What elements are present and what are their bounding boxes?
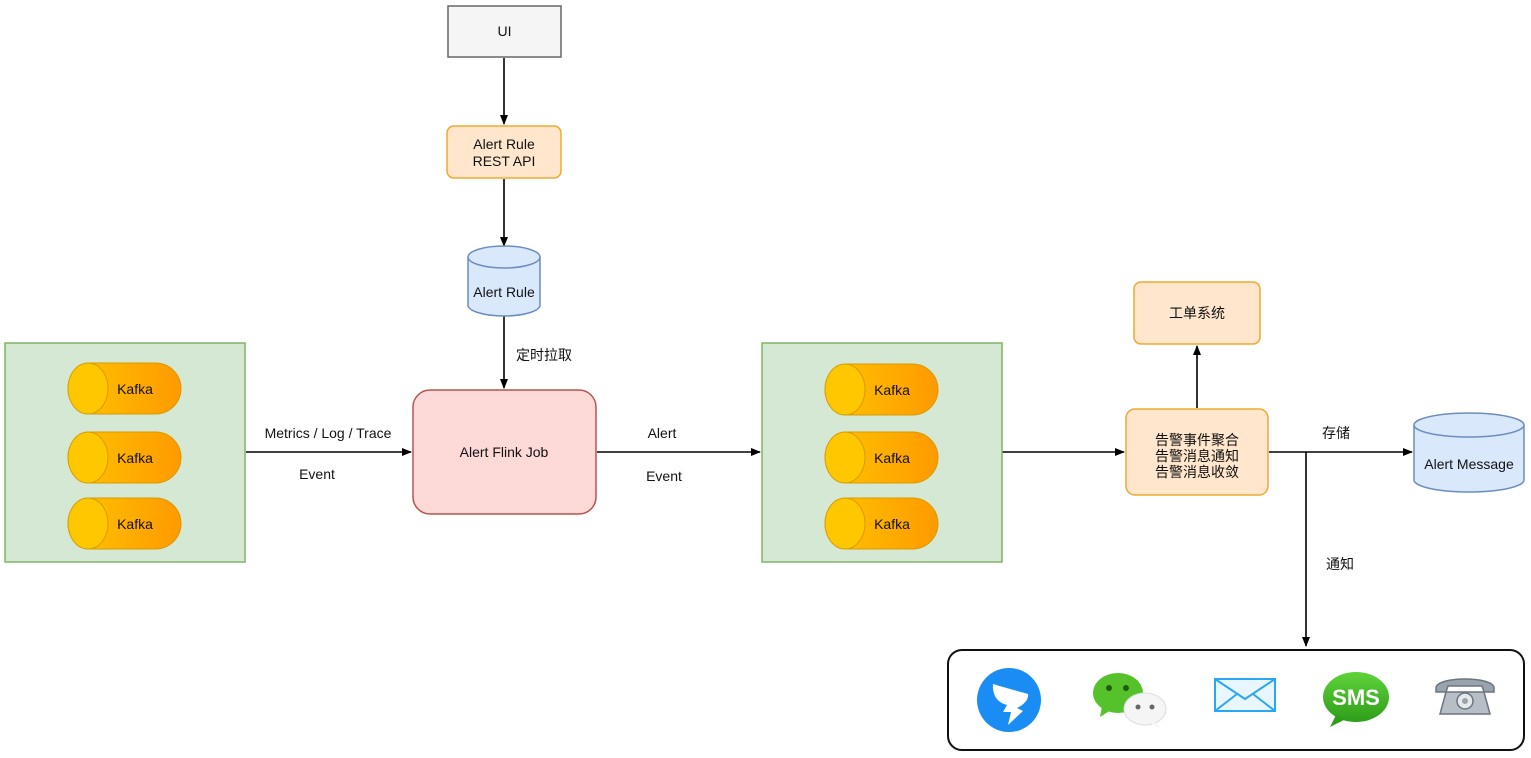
kafka-left-3-label: Kafka [117, 516, 153, 532]
kafka-right-1-label: Kafka [874, 382, 910, 398]
kafka-right-3-label: Kafka [874, 516, 910, 532]
rest-api-label-line2: REST API [473, 153, 536, 169]
message-db-label: Alert Message [1424, 456, 1514, 472]
kafka-left-2: Kafka [67, 431, 182, 484]
alert-processor-node: 告警事件聚合 告警消息通知 告警消息收敛 [1125, 408, 1269, 496]
notification-channels: SMS [947, 649, 1525, 751]
rule-db-node: Alert Rule [467, 245, 541, 317]
label-input-top: Metrics / Log / Trace [265, 425, 392, 441]
ticket-system-label: 工单系统 [1169, 305, 1225, 321]
kafka-left-3: Kafka [67, 497, 182, 550]
label-output-bottom: Event [646, 468, 682, 484]
flink-job-label: Alert Flink Job [460, 444, 549, 460]
message-db-node: Alert Message [1413, 412, 1525, 493]
ticket-system-node: 工单系统 [1133, 281, 1261, 345]
rest-api-label-line1: Alert Rule [473, 136, 535, 152]
kafka-right-1: Kafka [824, 363, 939, 416]
dingtalk-icon [977, 668, 1041, 732]
edges [246, 58, 1413, 647]
kafka-right-2-label: Kafka [874, 450, 910, 466]
kafka-group-left: Kafka Kafka Kafka [4, 342, 246, 563]
kafka-left-2-label: Kafka [117, 450, 153, 466]
label-notify: 通知 [1326, 556, 1354, 572]
kafka-right-2: Kafka [824, 431, 939, 484]
kafka-left-1: Kafka [67, 362, 182, 415]
ui-node: UI [447, 5, 562, 58]
label-scheduled-pull: 定时拉取 [516, 347, 572, 363]
flink-job-node: Alert Flink Job [412, 389, 597, 515]
wechat-icon [1093, 673, 1167, 728]
edge-labels: 定时拉取 Metrics / Log / Trace Event Alert E… [265, 347, 1354, 572]
kafka-group-right: Kafka Kafka Kafka [761, 342, 1003, 563]
sms-icon-label: SMS [1332, 685, 1380, 710]
processor-label-line3: 告警消息收敛 [1155, 464, 1239, 480]
sms-icon: SMS [1323, 672, 1389, 727]
rest-api-node: Alert Rule REST API [446, 125, 562, 179]
telephone-icon [1435, 678, 1495, 715]
label-store: 存储 [1322, 425, 1350, 441]
kafka-right-3: Kafka [824, 497, 939, 550]
processor-label-line1: 告警事件聚合 [1155, 432, 1239, 448]
rule-db-label: Alert Rule [473, 284, 535, 300]
kafka-left-1-label: Kafka [117, 381, 153, 397]
label-output-top: Alert [648, 425, 677, 441]
label-input-bottom: Event [299, 466, 335, 482]
ui-node-label: UI [498, 23, 512, 39]
processor-label-line2: 告警消息通知 [1155, 448, 1239, 464]
mail-icon [1214, 678, 1276, 712]
